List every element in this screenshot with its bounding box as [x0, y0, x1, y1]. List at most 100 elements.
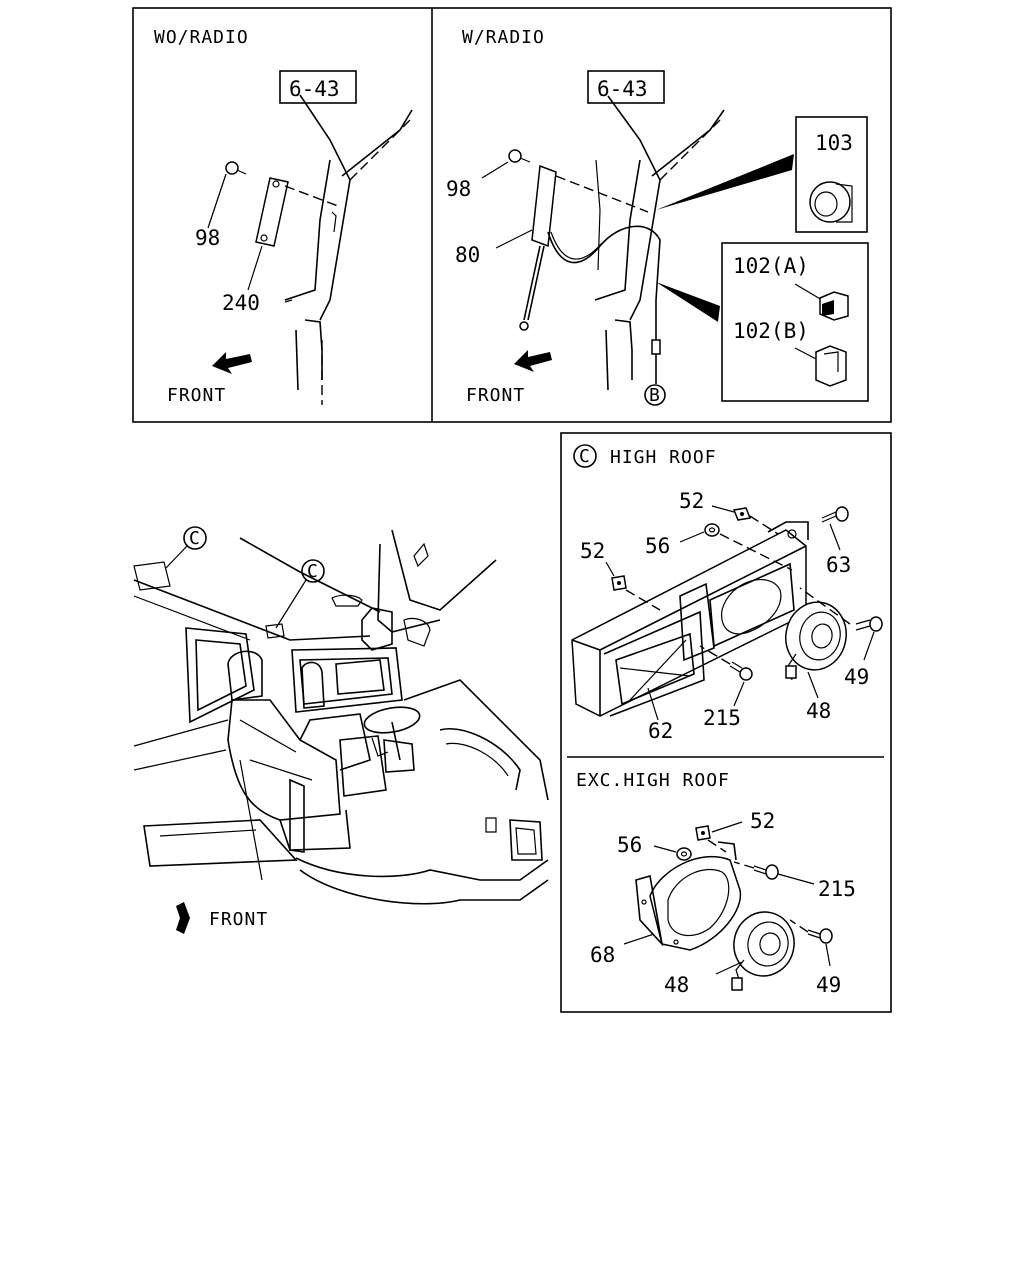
exc-high-roof-leader-68	[623, 933, 655, 945]
exc-high-roof-leader-49	[825, 943, 831, 967]
w-radio-front-arrow-icon	[514, 350, 552, 372]
exc-high-roof-leader-215	[777, 873, 815, 885]
exc-high-roof-leader-52	[711, 821, 743, 833]
steering-wheel	[363, 706, 421, 773]
high-roof-header: HIGH ROOF	[610, 447, 717, 468]
high-roof-washer-56	[704, 523, 720, 537]
w-radio-front-label: FRONT	[466, 385, 525, 406]
high-roof-leader-49	[863, 631, 875, 661]
high-roof-bolt-49	[855, 616, 883, 632]
detail-frame	[560, 432, 892, 1013]
w-radio-callout-102b: 102(B)	[733, 319, 809, 343]
wo-radio-leader-240	[247, 245, 263, 291]
high-roof-nut-52-top	[732, 507, 752, 521]
high-roof-panel: C HIGH ROOF 62 52	[571, 444, 883, 743]
wo-radio-screw-98	[225, 161, 247, 175]
high-roof-bolt-215	[729, 661, 753, 681]
wo-radio-ref-label: 6-43	[289, 77, 340, 101]
exc-high-roof-callout-215: 215	[818, 877, 856, 901]
w-radio-pillar	[594, 95, 725, 391]
exc-high-roof-callout-49: 49	[816, 973, 841, 997]
exc-high-roof-washer-56	[676, 847, 692, 861]
exc-high-roof-panel: EXC.HIGH ROOF 68 52 56	[576, 770, 856, 997]
wo-radio-front-label: FRONT	[167, 385, 226, 406]
high-roof-leader-56	[679, 531, 705, 543]
w-radio-callout-103: 103	[815, 131, 853, 155]
cab-front-label: FRONT	[209, 909, 268, 930]
high-roof-leader-63	[829, 523, 841, 551]
w-radio-leader-80	[495, 229, 533, 249]
wo-radio-callout-98: 98	[195, 226, 220, 250]
exc-high-roof-callout-52: 52	[750, 809, 775, 833]
top-frame	[132, 7, 892, 423]
exc-high-roof-dash-215	[733, 861, 755, 869]
w-radio-antenna-80	[519, 164, 649, 331]
cab-callout-c2: C	[275, 559, 325, 629]
w-radio-callout-98: 98	[446, 177, 471, 201]
high-roof-dash-215	[699, 645, 731, 665]
w-radio-clip-a-shade	[822, 300, 834, 316]
wo-radio-panel: WO/RADIO 6-43 98	[154, 27, 413, 406]
wo-radio-header: WO/RADIO	[154, 27, 249, 48]
high-roof-bolt-63	[821, 506, 849, 523]
w-radio-panel: W/RADIO 6-43 98	[446, 27, 869, 406]
high-roof-leader-62	[647, 687, 659, 721]
exc-high-roof-bracket-68	[635, 841, 742, 951]
wo-radio-front-arrow-icon	[212, 352, 252, 374]
wo-radio-ref-box: 6-43	[279, 70, 357, 104]
w-radio-callout-80: 80	[455, 243, 480, 267]
wo-radio-cover-240	[255, 177, 289, 247]
driver-seat	[227, 650, 371, 851]
exc-high-roof-callout-48: 48	[664, 973, 689, 997]
w-radio-zoom-wedge-102	[656, 282, 720, 322]
exc-high-roof-bolt-49	[807, 928, 833, 944]
cab-interior-view: C C	[133, 526, 549, 934]
cab-callout-c1: C	[165, 526, 207, 569]
high-roof-leader-52-left	[605, 561, 615, 577]
high-roof-leader-52-top	[711, 505, 735, 513]
high-roof-callout-48: 48	[806, 699, 831, 723]
high-roof-nut-52-left	[611, 575, 627, 591]
high-roof-leader-215	[733, 681, 745, 707]
high-roof-dash-52-top	[749, 515, 779, 535]
w-radio-leader-102a	[794, 283, 823, 301]
exc-high-roof-speaker-48	[731, 911, 795, 991]
wo-radio-cover-dash	[284, 185, 339, 207]
roof-speaker-left	[133, 561, 171, 591]
wo-radio-pillar	[284, 94, 413, 405]
exc-high-roof-dash-52	[707, 839, 727, 853]
exc-high-roof-callout-68: 68	[590, 943, 615, 967]
exc-high-roof-callout-56: 56	[617, 833, 642, 857]
w-radio-connector-b-label: B	[649, 385, 661, 406]
cab-front-arrow-icon	[176, 902, 190, 934]
w-radio-cable-plug	[651, 339, 661, 384]
high-roof-callout-62: 62	[648, 719, 673, 743]
w-radio-clip-b	[815, 345, 847, 387]
w-radio-clip-b-detail	[823, 351, 839, 372]
w-radio-grommet-inset: 103	[795, 116, 868, 233]
wo-radio-leader-98	[207, 173, 227, 229]
high-roof-marker-label: C	[579, 446, 591, 467]
w-radio-clip-inset: 102(A) 102(B)	[721, 242, 869, 402]
exc-high-roof-leader-48	[715, 961, 743, 975]
high-roof-speaker-box-62	[571, 521, 809, 717]
w-radio-header: W/RADIO	[462, 27, 545, 48]
w-radio-leader-102b	[794, 347, 819, 361]
w-radio-ref-label: 6-43	[597, 77, 648, 101]
cab-callout-c1-label: C	[189, 528, 201, 549]
exc-high-roof-header: EXC.HIGH ROOF	[576, 770, 730, 791]
high-roof-callout-52-top: 52	[679, 489, 704, 513]
cab-callout-c2-label: C	[307, 561, 319, 582]
high-roof-leader-48	[807, 671, 819, 699]
high-roof-dash-49	[799, 587, 851, 625]
high-roof-callout-49: 49	[844, 665, 869, 689]
high-roof-speaker-48	[785, 601, 847, 681]
high-roof-callout-56: 56	[645, 534, 670, 558]
high-roof-callout-63: 63	[826, 553, 851, 577]
w-radio-connector-b-marker: B	[644, 384, 666, 406]
high-roof-marker: C	[573, 444, 597, 468]
exc-high-roof-dash-49	[789, 919, 809, 933]
high-roof-dash-56	[719, 533, 793, 571]
w-radio-zoom-wedge-103	[656, 154, 794, 210]
w-radio-callout-102a: 102(A)	[733, 254, 809, 278]
